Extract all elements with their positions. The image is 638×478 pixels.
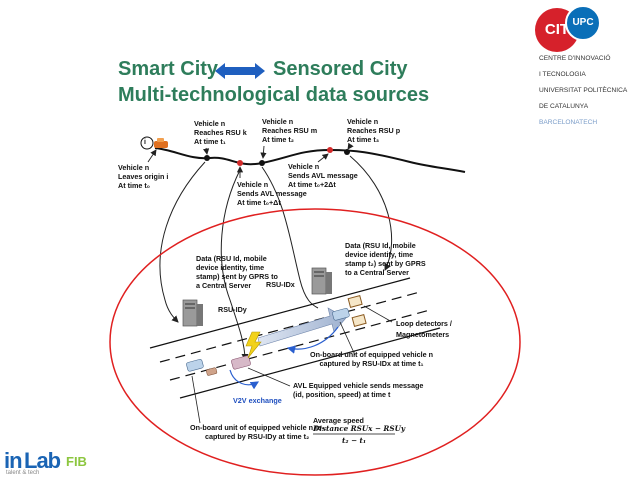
vehicle-onboard-x-icon [332,308,350,321]
origin-marker-circle [140,136,154,150]
cit-line-2: UNIVERSITAT POLITÈCNICA [539,87,628,94]
label-avl-1: Vehicle n Sends AVL message At time t₀+Δ… [237,180,307,207]
avl-point-1 [237,160,243,166]
lightning-icon [245,331,262,359]
rsu-m-point [259,160,265,166]
traffic-direction-arrow [257,307,347,347]
vehicle-onboard-y-icon [186,359,204,372]
blue-arrow-v2v [229,369,260,390]
double-arrow-icon [215,63,265,79]
origin-car-icon [154,138,168,148]
pointer-avl2 [317,153,329,163]
rsu-k-point [204,155,210,161]
highway-edge-bottom [179,327,441,399]
label-v2v-exchange: V2V exchange [233,396,282,405]
label-onboard-y: On-board unit of equipped vehicle n re- … [190,423,325,441]
rsu-zone-ellipse [109,208,521,476]
label-reaches-p: Vehicle n Reaches RSU p At time t₃ [347,117,401,144]
formula-numerator: Distance RSUx − RSUy [313,424,406,433]
connector-mid [261,166,319,309]
label-data-right: Data (RSU Id, mobile device identity, ti… [345,241,426,277]
pointer-loop [363,305,393,323]
avl-point-2 [327,147,333,153]
pointer-avl-equipped [247,367,291,387]
connector-left [159,161,206,323]
label-average-speed: Average speed [313,416,364,425]
highway-edge-top [149,277,411,349]
inlab-fib-logo: in Lab FIB talent & tech [4,448,114,478]
label-avl-equipped: AVL Equipped vehicle sends message (id, … [293,381,424,399]
page-title-line2: Multi-technological data sources [118,84,430,106]
highway-lane-2 [169,309,431,381]
page-title-line1: Smart City Sensored City [118,58,407,84]
pointer-onboard-x [339,321,356,356]
label-loop-detectors: Loop detectors / Magnetometers [396,319,452,339]
connector-right [349,155,392,271]
label-reaches-m: Vehicle n Reaches RSU m At time t₂ [262,117,318,144]
label-rsu-idy: RSU-IDy [218,305,247,314]
blue-arrow-onboard-x [286,326,339,354]
inlab-tagline: talent & tech [6,470,40,476]
cit-upc-logo: CIT UPC CENTRE D'INNOVACIÓ I TECNOLOGIA … [535,5,635,126]
pointer-k [203,147,210,155]
title-sensored-city: Sensored City [273,58,408,80]
rsu-idx-server-icon [311,267,332,295]
vehicle-avl-icon [231,355,251,370]
vehicle-small-icon [206,367,218,376]
pointer-m [260,145,267,159]
cit-line-3: DE CATALUNYA [539,103,589,110]
loop-detector-2 [351,313,367,327]
inlab-fib: FIB [66,454,87,469]
cit-line-1: I TECNOLOGIA [539,71,586,78]
cit-line-4: BARCELONATECH [539,119,598,126]
inlab-in: in [4,448,23,473]
cit-text-block: CENTRE D'INNOVACIÓ I TECNOLOGIA UNIVERSI… [539,47,627,135]
pointer-onboard-y [191,375,201,424]
title-smart-city: Smart City [118,58,219,80]
rsu-idy-server-icon [182,299,203,327]
connector-avl [220,169,249,361]
pointer-origin [147,149,157,163]
label-avl-2: Vehicle n Sends AVL message At time t₀+2… [288,162,358,189]
label-reaches-k: Vehicle n Reaches RSU k At time t₁ [194,119,247,146]
cit-line-0: CENTRE D'INNOVACIÓ [539,55,611,62]
inlab-lab: Lab [24,448,61,473]
pointer-p [347,142,354,150]
rsu-p-point [344,149,350,155]
loop-detector-1 [347,294,363,308]
label-onboard-x: On-board unit of equipped vehicle n capt… [310,350,433,368]
highway-lane-1 [159,291,421,363]
origin-marker-label: i [144,139,146,146]
formula-denominator: t₂ − t₁ [342,436,366,445]
label-data-left: Data (RSU Id, mobile device identity, ti… [196,254,278,290]
label-vehicle-leaves: Vehicle n Leaves origin i At time t₀ [118,163,169,190]
upc-circle: UPC [565,5,601,41]
label-rsu-idx: RSU-IDx [266,280,295,289]
